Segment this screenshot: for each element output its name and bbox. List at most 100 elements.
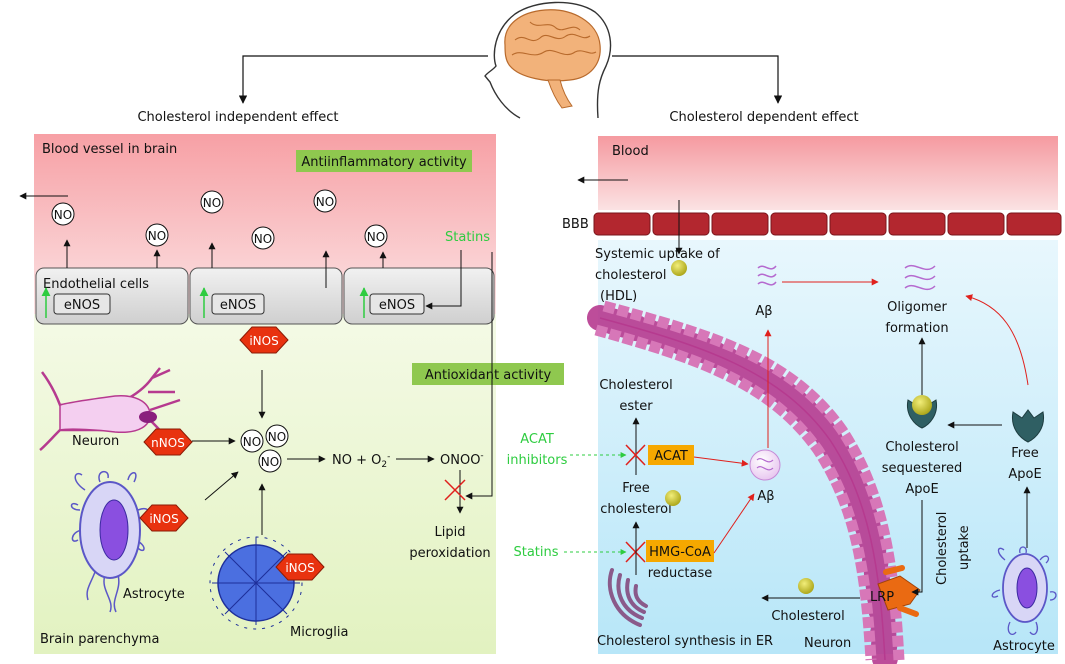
lipid-line2: peroxidation (409, 546, 490, 561)
uptake-line1: Cholesterol (935, 512, 950, 585)
antiinflammatory-box (296, 150, 472, 172)
abeta-fibril-top (757, 265, 777, 286)
inos-hex-astrocyte (139, 504, 189, 532)
sequestered-line2: sequestered (882, 461, 962, 476)
abeta-particle-fibril (756, 458, 774, 471)
statins-enos-arrow (425, 250, 462, 310)
abeta-particle (749, 449, 781, 481)
neuron-icon (39, 367, 181, 451)
uptake-line2: uptake (957, 525, 972, 570)
enos-box-1 (53, 293, 111, 315)
free-chol-line2: cholesterol (600, 502, 671, 517)
astrocyte-no-arrow (204, 471, 239, 501)
statins-lipid-arrow (465, 252, 493, 500)
hmg-line2: reductase (648, 566, 713, 581)
hmg-line1: HMG-CoA (649, 545, 711, 560)
blood-region (598, 136, 1058, 210)
membrane-inner (594, 324, 877, 661)
microglia-label: Microglia (290, 625, 348, 640)
nnos-hex (143, 428, 193, 456)
no-6: NO (367, 230, 385, 244)
no-cluster-3: NO (261, 455, 279, 469)
inos-label-microglia: iNOS (285, 561, 314, 575)
sequestered-line3: ApoE (905, 482, 938, 497)
free-apoe-line2: ApoE (1008, 467, 1041, 482)
no-cluster-1: NO (243, 435, 261, 449)
parenchyma-label: Brain parenchyma (40, 632, 159, 647)
inos-hex-top (239, 326, 289, 354)
right-title: Cholesterol dependent effect (669, 110, 858, 125)
statins-label-right: Statins (513, 545, 558, 560)
nnos-label: nNOS (151, 436, 185, 450)
antiinflammatory-label: Antiinflammatory activity (301, 155, 467, 170)
sequestered-line1: Cholesterol (885, 440, 958, 455)
chol-ester-line2: ester (619, 399, 653, 414)
block-x-lipid (444, 479, 466, 501)
hmg-box (646, 540, 714, 562)
oligomer-line1: Oligomer (887, 300, 947, 315)
synthesis-label: Cholesterol synthesis in ER (597, 634, 773, 649)
no-3: NO (203, 196, 221, 210)
antioxidant-label: Antioxidant activity (425, 368, 552, 383)
neuron-label-right: Neuron (804, 636, 851, 651)
astrocyte-icon-right (991, 546, 1057, 636)
statins-top-label: Statins (445, 230, 490, 245)
free-chol-line1: Free (622, 481, 650, 496)
head-brain-icon (484, 1, 612, 119)
neuron-label-left: Neuron (72, 434, 119, 449)
no-5: NO (316, 195, 334, 209)
endothelial-label: Endothelial cells (43, 277, 149, 292)
blood-vessel-label: Blood vessel in brain (42, 142, 177, 157)
apoe-free-icon (1011, 409, 1045, 443)
membrane-outer (602, 300, 905, 661)
er-icon (607, 568, 648, 627)
enos-box-3 (369, 293, 425, 315)
abeta-label-top: Aβ (755, 304, 772, 319)
branch-arrow-right (612, 55, 783, 104)
free-apoe-oligomer-arrow (965, 294, 1029, 386)
membrane-core (599, 317, 886, 661)
inos-label-top: iNOS (249, 334, 278, 348)
bbb-bricks (593, 212, 1062, 236)
systemic-line1: Systemic uptake of (595, 247, 720, 262)
apoe-sequestered-icon (906, 395, 938, 429)
left-title: Cholesterol independent effect (137, 110, 338, 125)
acat-inhibitors-line1: ACAT (520, 432, 554, 447)
enos-box-2 (211, 293, 265, 315)
equation-left: NO + O2- (332, 452, 390, 470)
enos-label-2: eNOS (220, 298, 256, 313)
inos-label-astrocyte: iNOS (149, 512, 178, 526)
no-cluster-2: NO (268, 430, 286, 444)
acat-abeta-arrow (693, 456, 749, 467)
enos-label-3: eNOS (379, 298, 415, 313)
branch-arrow-left (238, 55, 488, 104)
onoo-label: ONOO- (440, 451, 484, 468)
block-x-acat (625, 444, 646, 466)
sequestered-lrp-arrow (911, 500, 923, 596)
astrocyte-label-left: Astrocyte (123, 587, 185, 602)
oligomer-line2: formation (885, 321, 948, 336)
acat-inhibitors-line2: inhibitors (507, 453, 568, 468)
cholesterol-dot-free (665, 490, 681, 506)
microglia-icon (209, 536, 303, 630)
no-1: NO (54, 208, 72, 222)
systemic-line2: cholesterol (595, 268, 666, 283)
enos-label-1: eNOS (64, 298, 100, 313)
acat-label: ACAT (654, 449, 688, 464)
free-apoe-line1: Free (1011, 446, 1039, 461)
antioxidant-box (412, 363, 564, 385)
no-cluster: NO NO NO (240, 424, 289, 473)
cholesterol-dot-systemic (671, 260, 687, 276)
cholesterol-label-lrp: Cholesterol (771, 609, 844, 624)
systemic-line3: (HDL) (600, 289, 637, 304)
no-4: NO (254, 232, 272, 246)
lrp-receptor-icon (877, 565, 921, 617)
blood-label: Blood (612, 144, 649, 159)
lipid-line1: Lipid (435, 525, 466, 540)
bbb-label: BBB (562, 217, 589, 232)
cholesterol-dot-lrp (798, 578, 814, 594)
no-molecule-group: NO NO NO NO NO NO (51, 189, 388, 250)
oligomer-icon (904, 264, 936, 291)
